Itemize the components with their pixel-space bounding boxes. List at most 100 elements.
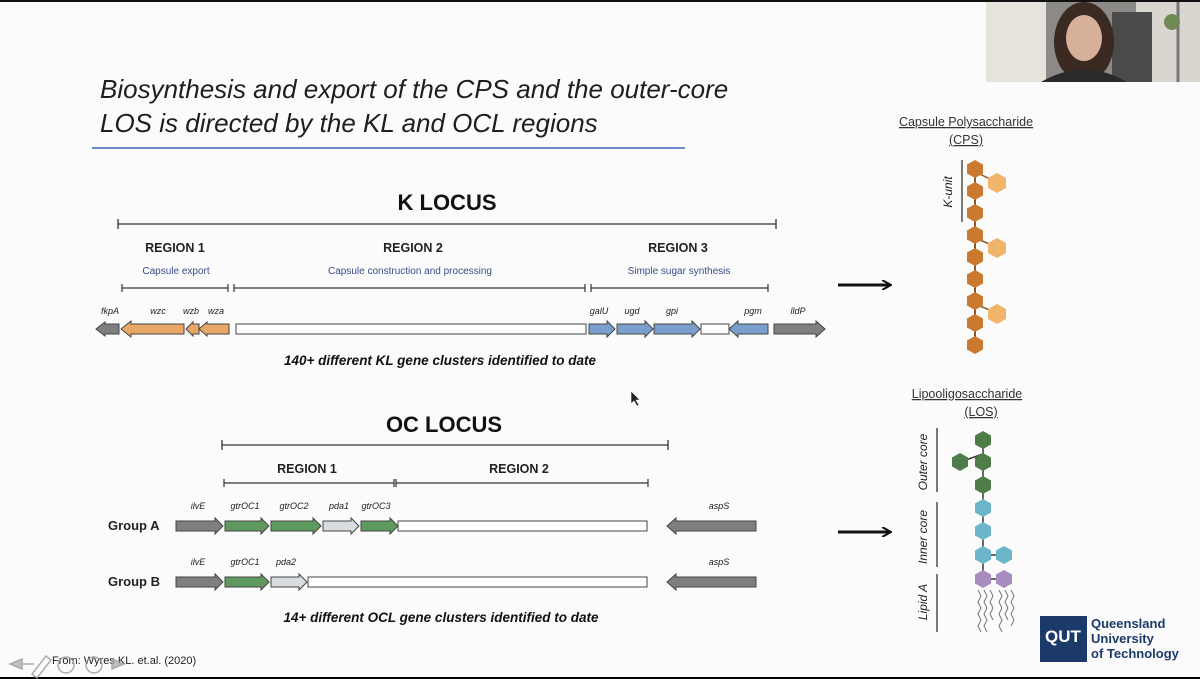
los-inner-core bbox=[975, 499, 1012, 564]
gene-label-wza: wza bbox=[208, 306, 224, 316]
oc-region1-label: REGION 1 bbox=[277, 462, 337, 476]
k-locus-title: K LOCUS bbox=[398, 190, 497, 215]
title-underline bbox=[92, 147, 685, 149]
menu-icon[interactable] bbox=[85, 656, 103, 674]
lipid-a-head bbox=[975, 570, 991, 588]
los-outer-sugar bbox=[975, 453, 991, 471]
oc-locus-span-bracket bbox=[221, 440, 669, 450]
group-b-gene-pda2: pda2 bbox=[275, 557, 296, 567]
los-inner-sugar bbox=[975, 546, 991, 564]
presenter-video-frame bbox=[986, 2, 1200, 82]
group-b-arrow-aspS bbox=[666, 572, 757, 592]
gene-arrow-gpi bbox=[653, 319, 701, 339]
previous-slide-icon[interactable] bbox=[8, 657, 34, 671]
next-slide-icon[interactable] bbox=[111, 657, 126, 671]
group-a-arrow-aspS bbox=[666, 516, 757, 536]
cps-branch-sugar bbox=[988, 173, 1006, 193]
k-region1-sub: Capsule export bbox=[142, 266, 209, 277]
qut-logo-box bbox=[1040, 616, 1087, 662]
gene-arrow-wza bbox=[198, 320, 230, 338]
lipid-a-label: Lipid A bbox=[916, 584, 930, 620]
qut-logo-line3: of Technology bbox=[1091, 646, 1180, 661]
oc-locus-note: 14+ different OCL gene clusters identifi… bbox=[284, 610, 599, 625]
group-a-arrow-pda1 bbox=[322, 516, 360, 536]
group-a-arrow-gtrOC2 bbox=[270, 516, 322, 536]
group-b-gene-ilvE: ilvE bbox=[191, 557, 206, 567]
gene-arrow-pgm bbox=[728, 319, 769, 339]
group-b-arrow-ilvE bbox=[175, 572, 224, 592]
group-b-arrow-pda2 bbox=[270, 572, 308, 592]
group-a-gene-gtrOC2: gtrOC2 bbox=[279, 501, 308, 511]
qut-logo-line2: University bbox=[1091, 631, 1155, 646]
qut-logo-mark: QUT bbox=[1045, 627, 1082, 646]
group-a-label: Group A bbox=[108, 518, 160, 533]
los-inner-sugar bbox=[975, 522, 991, 540]
group-a-arrow-ilvE bbox=[175, 516, 224, 536]
group-b-arrow-gtrOC1 bbox=[224, 572, 270, 592]
cps-sugar bbox=[967, 160, 983, 178]
gene-label-gpi: gpi bbox=[666, 306, 679, 316]
cps-sugar-chain bbox=[967, 160, 1006, 354]
slide-title-line1: Biosynthesis and export of the CPS and t… bbox=[100, 74, 729, 104]
group-b-gene-aspS: aspS bbox=[709, 557, 730, 567]
lipid-a-head bbox=[996, 570, 1012, 588]
oc-region-brackets bbox=[223, 479, 649, 487]
k-region3-sub: Simple sugar synthesis bbox=[628, 266, 731, 277]
gene-arrow-wzc bbox=[120, 319, 185, 339]
group-a-gene-aspS: aspS bbox=[709, 501, 730, 511]
cps-sugar bbox=[967, 270, 983, 288]
pen-icon[interactable] bbox=[30, 654, 53, 679]
k-region3-label: REGION 3 bbox=[648, 241, 708, 255]
k-region1-label: REGION 1 bbox=[145, 241, 205, 255]
k-region-brackets bbox=[121, 284, 769, 292]
inner-core-label: Inner core bbox=[916, 510, 930, 564]
slide-title: Biosynthesis and export of the CPS and t… bbox=[100, 72, 800, 140]
qut-logo: QUT Queensland University of Technology bbox=[1040, 616, 1180, 662]
los-outer-sugar bbox=[952, 453, 968, 471]
zoom-icon[interactable] bbox=[57, 656, 75, 674]
mouse-cursor bbox=[630, 390, 641, 407]
cps-sugar bbox=[967, 182, 983, 200]
gene-label-wzb: wzb bbox=[183, 306, 199, 316]
cps-branch-sugar bbox=[988, 238, 1006, 258]
k-region2-sub: Capsule construction and processing bbox=[328, 266, 492, 277]
gene-label-wzc: wzc bbox=[150, 306, 166, 316]
los-inner-sugar bbox=[996, 546, 1012, 564]
k-locus-span-bracket bbox=[117, 219, 777, 229]
los-title-line2: (LOS) bbox=[964, 405, 997, 419]
outer-core-label: Outer core bbox=[916, 433, 930, 490]
group-a-block-region2 bbox=[397, 520, 648, 532]
presenter-webcam bbox=[986, 2, 1200, 82]
cps-branch-sugar bbox=[988, 304, 1006, 324]
gene-arrow-galU bbox=[588, 319, 616, 339]
cps-sugar bbox=[967, 336, 983, 354]
k-unit-label: K-unit bbox=[941, 176, 955, 208]
gene-label-pgm: pgm bbox=[743, 306, 762, 316]
lipid-a-chains bbox=[977, 589, 1015, 633]
group-a-gene-ilvE: ilvE bbox=[191, 501, 206, 511]
group-b-gene-gtrOC1: gtrOC1 bbox=[230, 557, 259, 567]
los-outer-sugar bbox=[975, 476, 991, 494]
gene-label-galU: galU bbox=[590, 306, 609, 316]
oc-region2-label: REGION 2 bbox=[489, 462, 549, 476]
citation: From: Wyres KL. et.al. (2020) bbox=[52, 655, 196, 667]
gene-arrow-ugd bbox=[616, 319, 654, 339]
k-locus-note: 140+ different KL gene clusters identifi… bbox=[284, 353, 596, 368]
group-a-gene-pda1: pda1 bbox=[328, 501, 349, 511]
cps-sugar bbox=[967, 204, 983, 222]
los-title-line1: Lipooligosaccharide bbox=[912, 387, 1023, 401]
group-a-arrow-gtrOC1 bbox=[224, 516, 270, 536]
los-outer-core bbox=[952, 431, 991, 494]
cps-sugar bbox=[967, 226, 983, 244]
cps-sugar bbox=[967, 314, 983, 332]
group-a-gene-gtrOC1: gtrOC1 bbox=[230, 501, 259, 511]
gene-label-ugd: ugd bbox=[624, 306, 640, 316]
oc-locus-title: OC LOCUS bbox=[386, 412, 502, 437]
group-a-arrow-gtrOC3 bbox=[360, 516, 399, 536]
group-a-gene-gtrOC3: gtrOC3 bbox=[361, 501, 390, 511]
group-b-label: Group B bbox=[108, 574, 160, 589]
cps-title-line2: (CPS) bbox=[949, 133, 983, 147]
gene-block-region2 bbox=[235, 323, 587, 335]
